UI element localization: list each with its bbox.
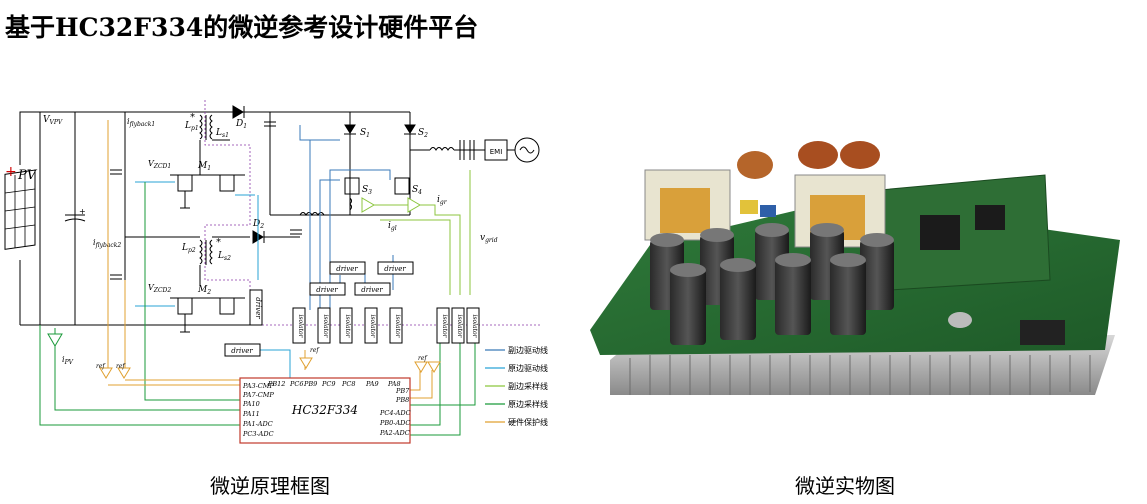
cap-plus: +	[79, 207, 86, 216]
igr-label: igr	[437, 195, 448, 206]
isolator-blocks: isolator isolator isolator isolator isol…	[292, 307, 480, 344]
current-amps	[361, 197, 421, 213]
hardware-photo	[590, 141, 1120, 395]
legend-label: 硬件保护线	[508, 417, 548, 427]
primary-drive-lines	[135, 181, 291, 380]
control-board	[879, 174, 1051, 291]
schematic-diagram: + PV + VVPV iflyback1 iflyback2 Lp1 Ls1 …	[4, 100, 548, 444]
mcu-pin: PA1-ADC	[242, 420, 273, 428]
mcu-pin: PA8	[387, 380, 401, 388]
iflyback2-label: iflyback2	[93, 238, 121, 249]
s3-label: S3	[362, 185, 372, 196]
mcu-pin: PC8	[341, 380, 355, 388]
mcu-pin: PB7	[395, 387, 410, 395]
s1-label: S1	[360, 128, 370, 139]
hardware-protection-lines	[107, 120, 433, 399]
misc-components	[740, 200, 1065, 345]
mcu-pin: PB8	[395, 396, 409, 404]
ref-label: ref	[310, 347, 320, 354]
ls2-label: Ls2	[217, 251, 231, 262]
mosfet-m1	[170, 174, 245, 209]
vpv-label: VVPV	[43, 115, 63, 126]
mcu-pin: PB9	[303, 380, 317, 388]
caption-photo: 微逆实物图	[795, 474, 895, 498]
page-title: 基于HC32F334的微逆参考设计硬件平台	[5, 13, 479, 42]
inductors	[737, 141, 880, 179]
driver-label: driver	[384, 265, 406, 273]
mcu-pin: PB12	[267, 380, 285, 388]
mcu-pin: PA2-ADC	[379, 429, 410, 437]
vgrid-label: vgrid	[480, 233, 498, 244]
lp1-label: Lp1	[184, 121, 199, 132]
lp2-label: Lp2	[181, 243, 196, 254]
d1-label: D1	[235, 119, 247, 130]
dot-star-2: *	[216, 237, 221, 248]
ref-label: ref	[96, 363, 106, 370]
mcu-name: HC32F334	[291, 403, 358, 417]
isolator-label: isolator	[322, 315, 329, 339]
isolator-label: isolator	[369, 315, 376, 339]
mosfet-m2	[170, 297, 245, 333]
pv-plus-sign: +	[5, 164, 17, 180]
dot-star-1: *	[190, 112, 195, 123]
ref-label: ref	[418, 355, 428, 362]
mcu-block: HC32F334	[239, 377, 411, 444]
iflyback1-label: iflyback1	[127, 117, 155, 128]
legend-label: 副边驱动线	[508, 345, 548, 355]
isolator-label: isolator	[394, 315, 401, 339]
ipv-amp	[47, 333, 63, 347]
mcu-pin: PC6	[289, 380, 303, 388]
caption-schematic: 微逆原理框图	[210, 474, 330, 498]
mcu-pin: PA3-CMP	[242, 382, 274, 390]
mcu-pin: PA9	[365, 380, 379, 388]
mcu-pin: PA7-CMP	[242, 391, 274, 399]
ref-labels: ref ref ref ref	[96, 347, 428, 370]
electrolytic-capacitors	[650, 223, 894, 345]
ref-comparators	[99, 357, 441, 379]
vzcd1-label: VZCD1	[148, 159, 171, 170]
mcu-pin: PC4-ADC	[379, 409, 411, 417]
flyback-2	[125, 230, 265, 285]
legend-label: 副边采样线	[508, 381, 548, 391]
m2-label: M2	[197, 285, 211, 296]
driver-label: driver	[316, 286, 338, 294]
ref-label: ref	[116, 363, 126, 370]
emi-label: EMI	[490, 148, 503, 156]
pv-panel	[4, 169, 36, 250]
driver-label: driver	[231, 347, 253, 355]
isolator-label: isolator	[471, 315, 478, 339]
s4-label: S4	[412, 185, 422, 196]
mcu-pin: PC3-ADC	[242, 430, 274, 438]
vzcd2-label: VZCD2	[148, 283, 171, 294]
dc-bus	[19, 111, 410, 326]
ipv-label: iPV	[62, 355, 74, 366]
driver-label: driver	[361, 286, 383, 294]
ls1-label: Ls1	[215, 128, 229, 139]
pv-label: PV	[17, 168, 38, 183]
s2-label: S2	[418, 128, 428, 139]
igl-label: igl	[388, 221, 397, 232]
isolator-label: isolator	[441, 315, 448, 339]
legend: 副边驱动线 原边驱动线 副边采样线 原边采样线 硬件保护线	[485, 345, 548, 427]
m1-label: M1	[197, 161, 211, 172]
legend-label: 原边采样线	[508, 399, 548, 409]
secondary-stage	[244, 111, 540, 238]
isolator-label: isolator	[297, 315, 304, 339]
mcu-pin: PB0-ADC	[379, 419, 410, 427]
mcu-pins: PB12 PC6 PB9 PC9 PC8 PA9 PA8 PA3-CMP PA7…	[242, 380, 411, 438]
mcu-pin: PA10	[242, 400, 260, 408]
mcu-pin: PA11	[242, 410, 260, 418]
driver-label: driver	[336, 265, 358, 273]
isolator-label: isolator	[344, 315, 351, 339]
ic-chip	[975, 205, 1005, 230]
isolator-label: isolator	[456, 315, 463, 339]
secondary-drive-lines	[299, 125, 394, 310]
driver-blocks: driver driver driver driver driver drive…	[224, 261, 414, 357]
mcu-chip	[920, 215, 960, 250]
mcu-pin: PC9	[321, 380, 335, 388]
switch-s3-s4	[344, 177, 410, 211]
legend-label: 原边驱动线	[508, 363, 548, 373]
driver-label: driver	[254, 297, 262, 319]
